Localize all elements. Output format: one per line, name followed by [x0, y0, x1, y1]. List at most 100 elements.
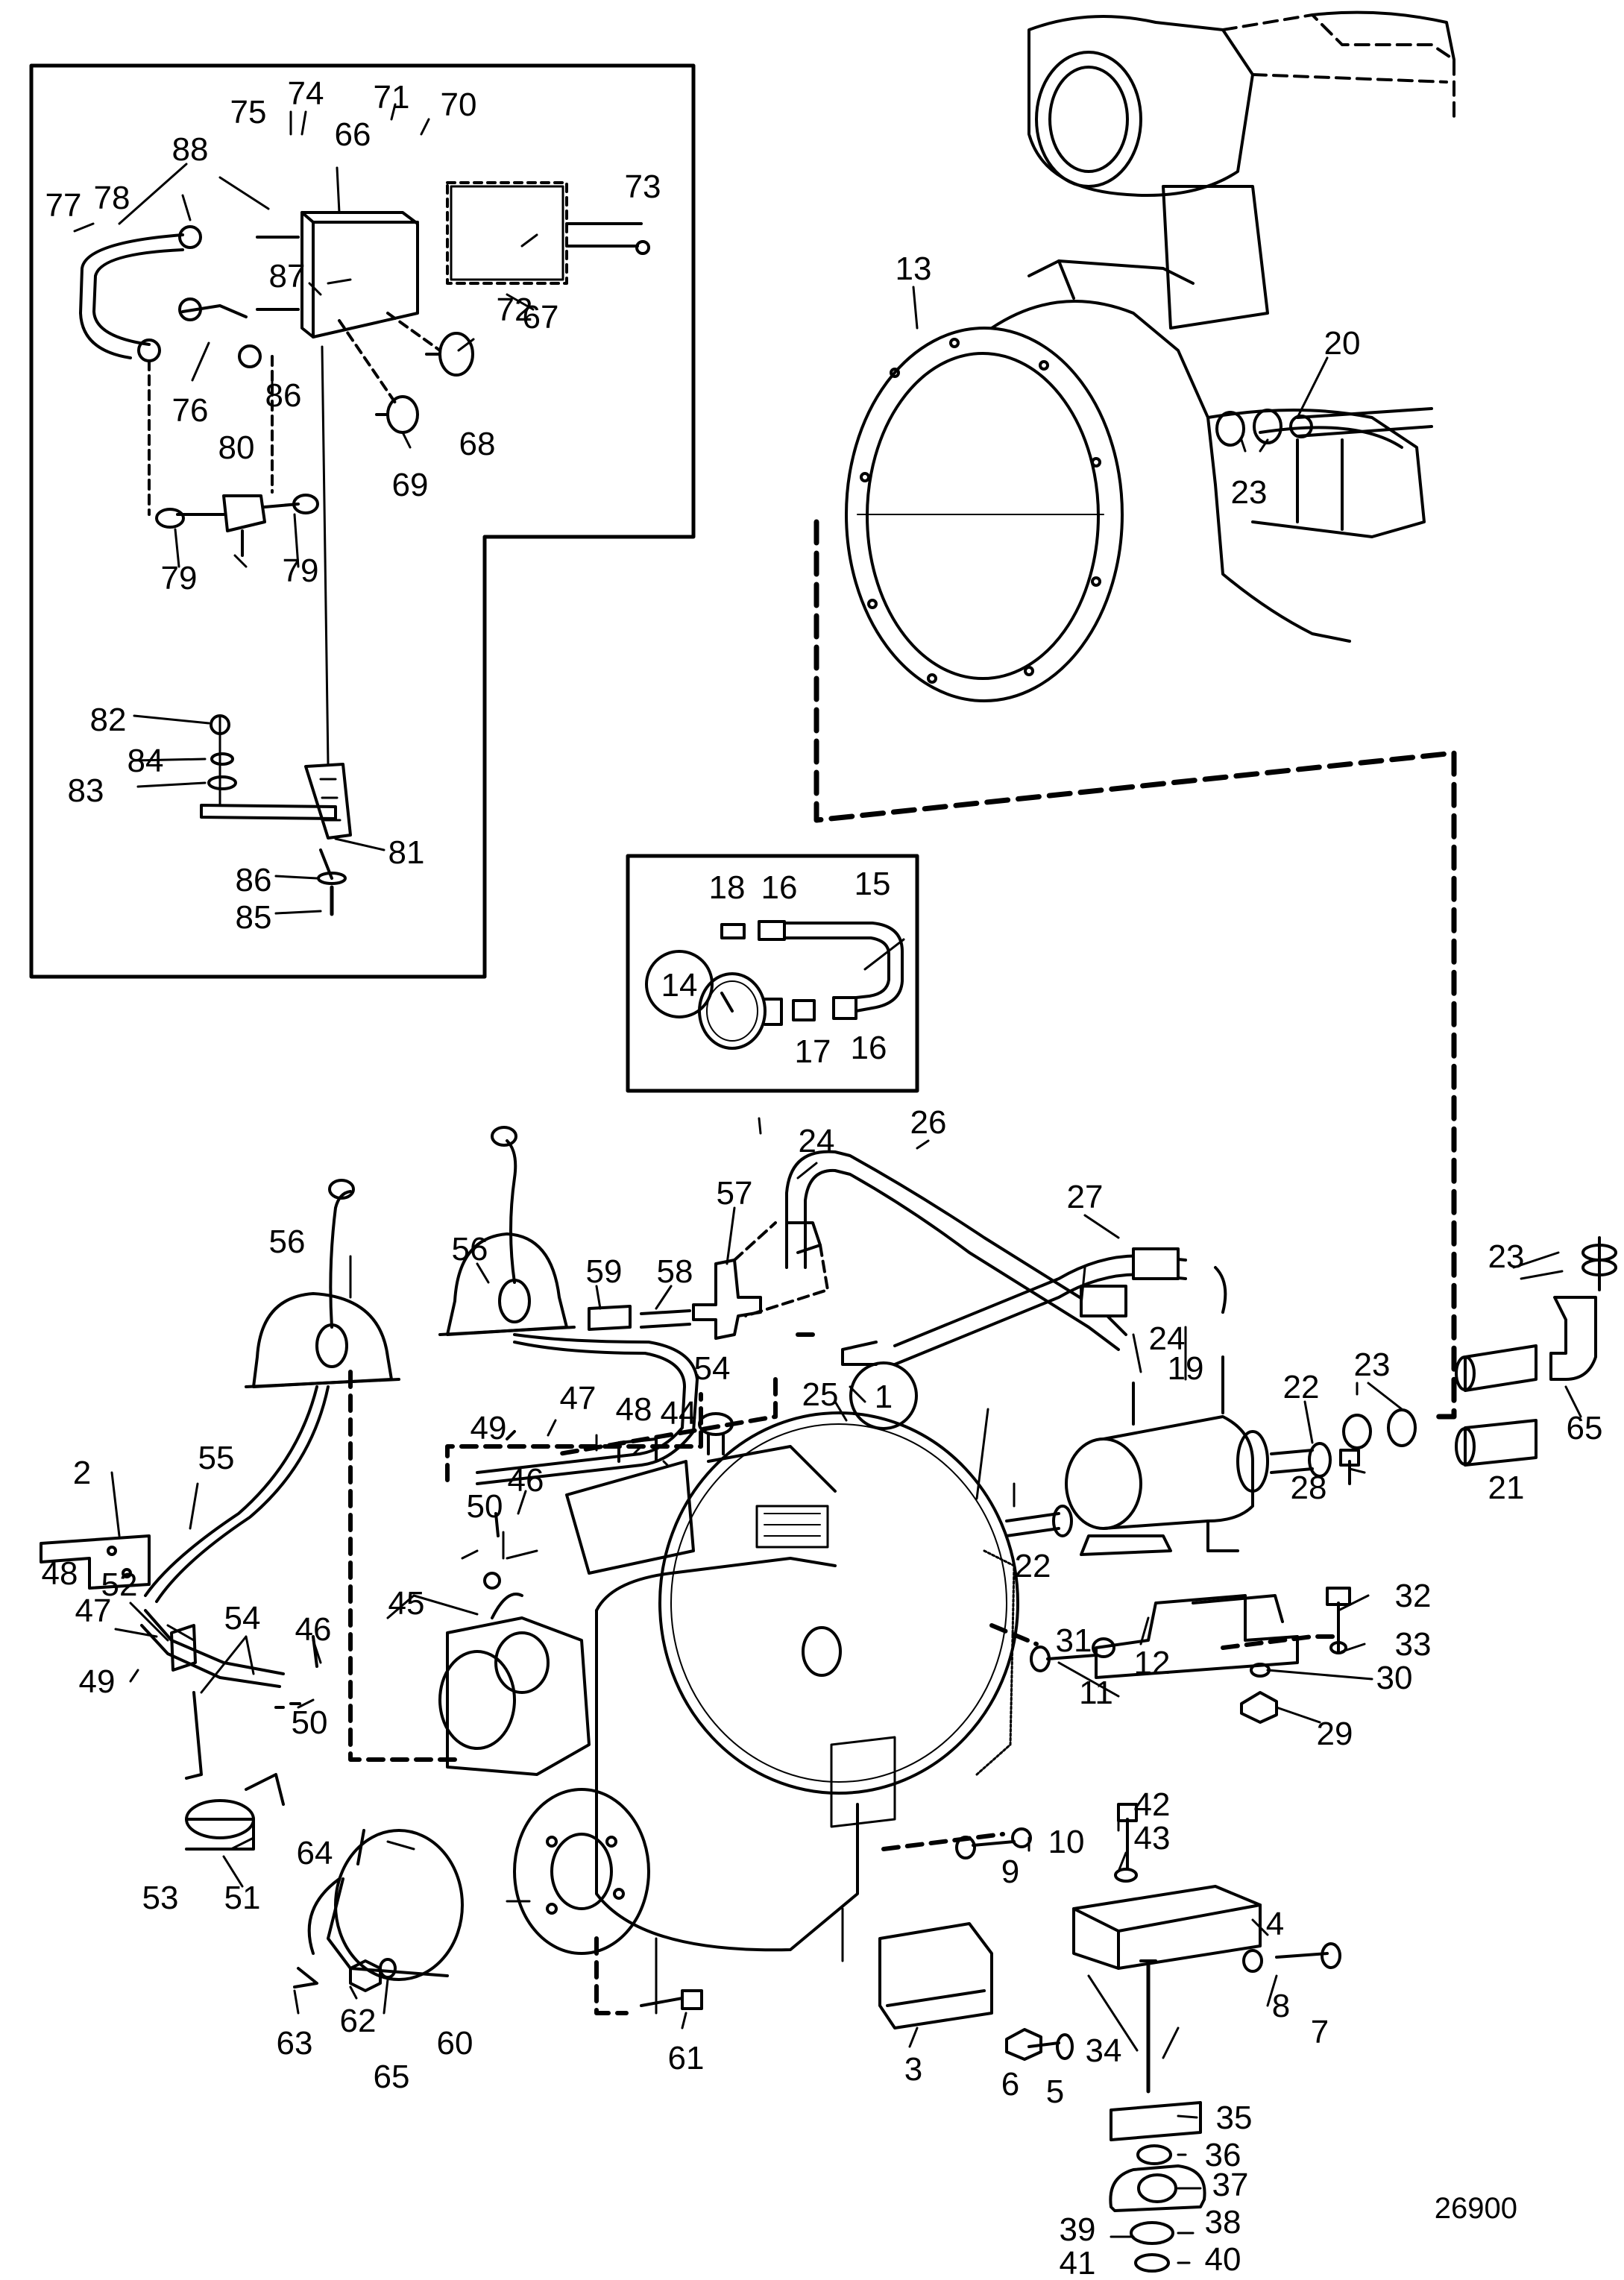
callout-72: 72	[497, 292, 533, 328]
mounting-bracket-31	[1095, 1594, 1299, 1679]
callout-50-lower: 50	[292, 1704, 328, 1741]
callout-20: 20	[1324, 325, 1361, 362]
control-cables-54-55	[144, 1333, 699, 1603]
leader-lines	[73, 103, 1582, 2264]
callout-circle-1	[849, 1361, 918, 1430]
callout-29: 29	[1317, 1716, 1353, 1752]
callout-24-lower: 24	[1149, 1320, 1186, 1357]
callout-81: 81	[388, 834, 425, 871]
callout-48-upper: 48	[616, 1391, 652, 1428]
callout-49-upper: 49	[470, 1410, 507, 1446]
callout-31: 31	[1056, 1622, 1092, 1659]
callout-76: 76	[172, 392, 209, 429]
callout-24-upper: 24	[799, 1123, 835, 1159]
mounting-bracket-3	[878, 1922, 993, 2029]
callout-30: 30	[1376, 1660, 1413, 1696]
callout-51: 51	[224, 1880, 261, 1916]
flywheel-housing	[845, 10, 1455, 702]
hose-20	[1289, 407, 1433, 438]
pressure-sensor-68	[386, 312, 474, 377]
callout-13: 13	[896, 251, 932, 287]
callout-64: 64	[297, 1835, 333, 1871]
callout-18: 18	[709, 869, 746, 906]
callout-60: 60	[437, 2025, 473, 2062]
bracket-81	[200, 345, 352, 916]
shift-linkage	[140, 1609, 301, 1851]
callout-46-upper: 46	[508, 1462, 544, 1499]
callout-54-upper: 54	[694, 1350, 731, 1387]
control-head-left	[245, 1179, 400, 1388]
callout-12: 12	[1134, 1645, 1171, 1681]
callout-50-upper: 50	[467, 1488, 503, 1525]
gauge-hose	[720, 920, 904, 1021]
callout-57: 57	[717, 1175, 753, 1212]
callout-74: 74	[288, 75, 324, 112]
callout-79-left: 79	[161, 560, 198, 596]
callout-46-lower: 46	[295, 1611, 332, 1648]
callout-16-lower: 16	[851, 1030, 887, 1066]
callout-62: 62	[340, 2003, 377, 2039]
callout-40: 40	[1205, 2241, 1241, 2276]
callout-56-right: 56	[452, 1231, 488, 1267]
callout-77: 77	[45, 187, 82, 224]
callout-85: 85	[236, 899, 272, 936]
callout-61: 61	[668, 2040, 705, 2076]
callout-83: 83	[68, 772, 104, 809]
callout-9: 9	[1001, 1854, 1019, 1890]
pressure-gauge	[698, 972, 783, 1050]
callout-27: 27	[1067, 1179, 1104, 1215]
callout-53: 53	[142, 1880, 179, 1916]
flexible-engine-mount	[1109, 1959, 1206, 2273]
callout-32: 32	[1395, 1578, 1432, 1614]
callout-88: 88	[172, 131, 209, 168]
callout-73: 73	[625, 169, 661, 205]
callout-39: 39	[1060, 2211, 1096, 2248]
hoses-65-21	[1455, 1236, 1617, 1467]
callout-33: 33	[1395, 1626, 1432, 1663]
callout-84: 84	[128, 743, 164, 779]
callout-6: 6	[1001, 2066, 1019, 2103]
hose-clamps-23-upper	[1215, 409, 1282, 447]
callout-56-left: 56	[269, 1224, 306, 1260]
assembly-guide-lines	[348, 1370, 1341, 2015]
callout-68: 68	[459, 426, 496, 462]
callout-1: 1	[875, 1379, 893, 1415]
callout-37: 37	[1212, 2167, 1249, 2203]
callout-circle-14	[645, 950, 714, 1018]
callout-25: 25	[802, 1376, 839, 1413]
control-head-right	[438, 1126, 576, 1336]
callout-86-upper: 86	[265, 377, 302, 414]
callout-26: 26	[910, 1104, 947, 1141]
callout-14: 14	[661, 967, 698, 1004]
callout-82: 82	[90, 702, 127, 738]
callout-69: 69	[392, 467, 429, 503]
inset-frame-upper-left	[29, 63, 696, 979]
callout-15: 15	[855, 866, 891, 902]
callout-48-lower: 48	[42, 1555, 78, 1592]
callout-78: 78	[94, 180, 130, 216]
callout-71: 71	[374, 79, 410, 116]
callout-47-lower: 47	[75, 1593, 112, 1629]
reverse-gear-housing	[595, 1411, 1019, 2015]
callout-52: 52	[101, 1566, 138, 1603]
callout-22-right: 22	[1283, 1369, 1320, 1405]
callout-65-right: 65	[1567, 1410, 1603, 1446]
callout-labels: 1 2 3 4 5 6 7 8 9 10 11 12 13 14 15 16 1…	[42, 75, 1603, 2280]
sensor-junction-box	[300, 181, 650, 338]
callout-28: 28	[1291, 1470, 1327, 1506]
callout-59: 59	[586, 1253, 623, 1290]
callout-23-cooler: 23	[1354, 1347, 1391, 1383]
inset-frame-gauge	[626, 854, 919, 1093]
callout-47-upper: 47	[560, 1380, 597, 1417]
callout-21: 21	[1488, 1470, 1525, 1506]
callout-49-lower: 49	[79, 1663, 116, 1700]
callout-23-hose: 23	[1488, 1238, 1525, 1275]
oil-cooler	[1065, 1355, 1269, 1556]
callout-67: 67	[523, 299, 559, 336]
callout-45: 45	[388, 1585, 425, 1622]
sensor-lines-76-79	[79, 225, 300, 516]
callout-86-lower: 86	[236, 862, 272, 898]
callout-54-lower: 54	[224, 1600, 261, 1637]
pressure-line-fittings-57-59	[588, 1221, 829, 1340]
